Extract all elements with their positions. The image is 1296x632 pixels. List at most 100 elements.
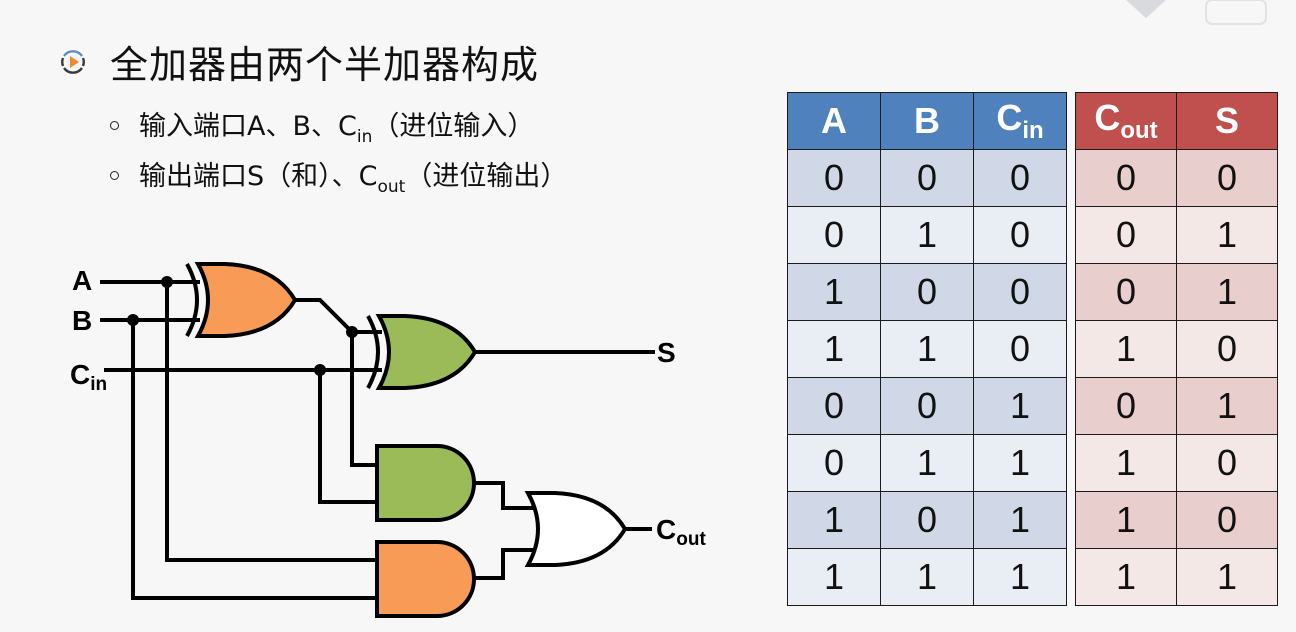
table-cell: 1 xyxy=(1075,434,1177,492)
junction-b xyxy=(127,314,139,326)
bullet-subscript: in xyxy=(356,126,373,147)
table-cell: 0 xyxy=(1176,149,1278,207)
table-cell: 1 xyxy=(973,491,1067,549)
table-cell: 1 xyxy=(973,548,1067,606)
table-cell: 0 xyxy=(1176,491,1278,549)
bullet-suffix: （进位输出） xyxy=(405,160,568,192)
table-cell: 0 xyxy=(973,263,1067,321)
table-cell: 0 xyxy=(880,263,974,321)
table-cell: 0 xyxy=(880,491,974,549)
table-cell: 0 xyxy=(973,206,1067,264)
table-cell: 1 xyxy=(1176,548,1278,606)
table-cell: 0 xyxy=(973,149,1067,207)
header-cout: Cout xyxy=(1075,92,1177,150)
table-cell: 0 xyxy=(787,377,881,435)
table-cell: 1 xyxy=(787,491,881,549)
table-cell: 0 xyxy=(1176,320,1278,378)
bullet-inputs: 输入端口A、B、Cin（进位输入） xyxy=(108,100,567,150)
table-cell: 0 xyxy=(973,320,1067,378)
table-cell: 0 xyxy=(787,206,881,264)
bullet-circle-icon xyxy=(110,170,119,180)
slide-title: 全加器由两个半加器构成 xyxy=(110,43,540,87)
label-a: A xyxy=(72,265,92,296)
label-cin: Cin xyxy=(70,359,107,395)
table-cell: 0 xyxy=(787,149,881,207)
junction-cin xyxy=(314,364,326,376)
table-cell: 1 xyxy=(880,434,974,492)
label-s: S xyxy=(657,337,676,368)
table-cell: 0 xyxy=(1176,434,1278,492)
bullet-suffix: （进位输入） xyxy=(372,110,535,142)
table-cell: 1 xyxy=(880,548,974,606)
table-cell: 0 xyxy=(1075,206,1177,264)
bullet-prefix: 输入端口A、B、C xyxy=(139,110,357,142)
table-cell: 1 xyxy=(1176,206,1278,264)
table-cell: 1 xyxy=(880,320,974,378)
table-cell: 0 xyxy=(1075,263,1177,321)
wire-and2-out xyxy=(475,548,538,580)
table-cell: 1 xyxy=(1176,263,1278,321)
table-cell: 1 xyxy=(787,320,881,378)
bullet-prefix: 输出端口S（和）、C xyxy=(139,160,378,192)
label-cout: Cout xyxy=(656,514,706,550)
decorative-corner-graphic xyxy=(1126,0,1267,25)
bullet-subscript: out xyxy=(377,176,406,197)
table-cell: 0 xyxy=(1075,377,1177,435)
table-cell: 1 xyxy=(1075,320,1177,378)
and-gate-1 xyxy=(375,444,476,522)
header-b: B xyxy=(880,92,974,150)
xor-gate-1 xyxy=(185,262,298,338)
wire-cin-branch xyxy=(318,370,378,504)
bullet-circle-icon xyxy=(110,120,119,130)
bullet-list: 输入端口A、B、Cin（进位输入） 输出端口S（和）、Cout（进位输出） xyxy=(108,100,567,200)
table-cell: 1 xyxy=(1075,491,1177,549)
bullet-text: 输入端口A、B、Cin（进位输入） xyxy=(139,104,534,147)
table-cell: 0 xyxy=(787,434,881,492)
bullet-outputs: 输出端口S（和）、Cout（进位输出） xyxy=(108,150,567,200)
full-adder-circuit: A B Cin S Cout xyxy=(70,262,706,618)
table-cell: 1 xyxy=(880,206,974,264)
slide-title-row: 全加器由两个半加器构成 xyxy=(58,34,539,89)
table-cell: 0 xyxy=(1075,149,1177,207)
header-s: S xyxy=(1176,92,1278,150)
wire-b-branch xyxy=(131,320,378,600)
table-cell: 1 xyxy=(973,377,1067,435)
table-cell: 1 xyxy=(973,434,1067,492)
and-gate-2 xyxy=(375,540,476,618)
wire-a-branch xyxy=(165,282,378,562)
header-a: A xyxy=(787,92,881,150)
play-circle-icon xyxy=(61,49,85,74)
junction-xor1 xyxy=(346,326,358,338)
table-cell: 0 xyxy=(880,377,974,435)
label-b: B xyxy=(72,305,92,336)
xor-gate-2 xyxy=(366,314,478,390)
wire-xor1-out xyxy=(295,298,382,334)
wire-and1-out xyxy=(475,481,538,510)
table-cell: 1 xyxy=(787,263,881,321)
or-gate xyxy=(524,491,628,567)
wire-xor1-branch xyxy=(350,332,378,467)
header-cin: Cin xyxy=(973,92,1067,150)
table-cell: 1 xyxy=(1075,548,1177,606)
junction-a xyxy=(161,276,173,288)
table-cell: 1 xyxy=(787,548,881,606)
